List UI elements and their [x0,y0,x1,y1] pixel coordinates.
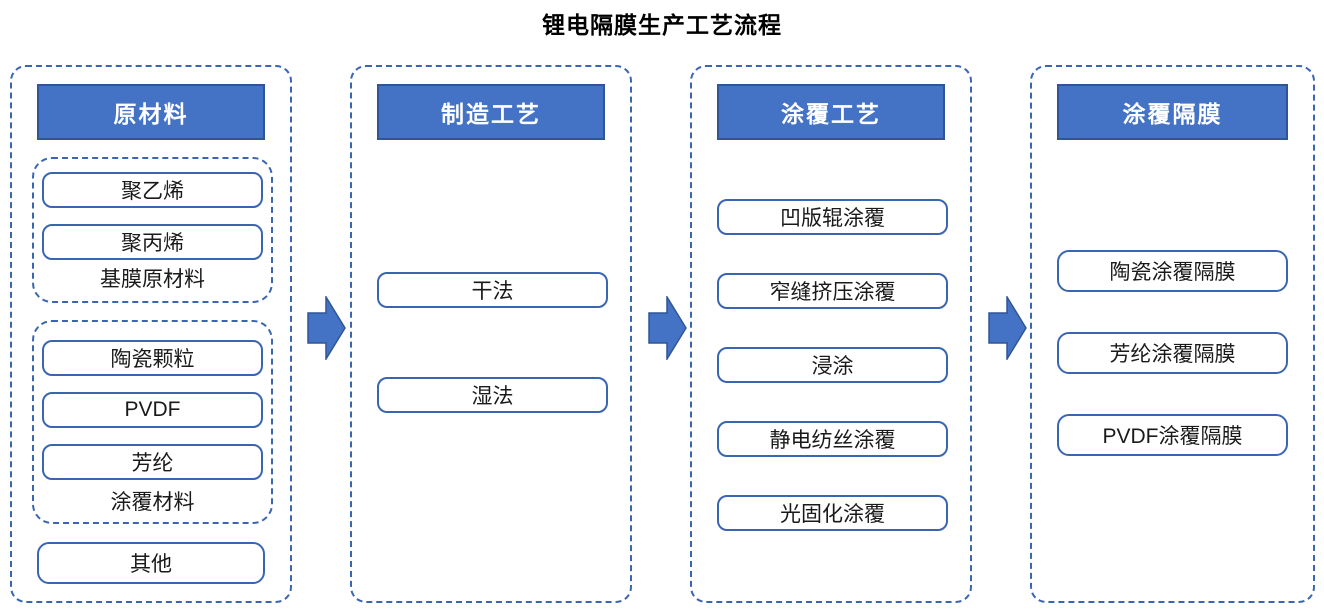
node-others: 其他 [37,542,265,584]
flow-arrow-icon [988,296,1027,360]
column-header-manufacturing-process: 制造工艺 [377,84,605,140]
column-manufacturing-process: 制造工艺 干法 湿法 [350,65,632,603]
column-header-raw-materials: 原材料 [37,84,265,140]
node-dip-coating: 浸涂 [717,347,948,383]
node-slot-die-coating: 窄缝挤压涂覆 [717,273,948,309]
group-label-coating-materials: 涂覆材料 [110,491,195,514]
column-raw-materials: 原材料 聚乙烯 聚丙烯 基膜原材料 陶瓷颗粒 PVDF 芳纶 涂覆材料 其他 [10,65,292,603]
group-base-film-materials: 聚乙烯 聚丙烯 基膜原材料 [32,157,273,303]
group-coating-materials: 陶瓷颗粒 PVDF 芳纶 涂覆材料 [32,320,273,524]
node-dry-process: 干法 [377,272,608,308]
node-uv-curing-coating: 光固化涂覆 [717,495,948,531]
column-coating-process: 涂覆工艺 凹版辊涂覆 窄缝挤压涂覆 浸涂 静电纺丝涂覆 光固化涂覆 [690,65,972,603]
column-header-coated-separator: 涂覆隔膜 [1057,84,1288,140]
node-ceramic-particles: 陶瓷颗粒 [42,340,263,376]
node-aramid-coated-separator: 芳纶涂覆隔膜 [1057,332,1288,374]
node-aramid: 芳纶 [42,444,263,480]
diagram-title: 锂电隔膜生产工艺流程 [542,12,782,38]
node-electrospinning-coating: 静电纺丝涂覆 [717,421,948,457]
column-header-coating-process: 涂覆工艺 [717,84,945,140]
node-gravure-roll-coating: 凹版辊涂覆 [717,199,948,235]
node-pvdf-coated-separator: PVDF涂覆隔膜 [1057,414,1288,456]
flow-arrow-icon [307,296,346,360]
node-polypropylene: 聚丙烯 [42,224,263,260]
node-pvdf: PVDF [42,392,263,428]
group-label-base-film-materials: 基膜原材料 [100,268,205,291]
column-coated-separator: 涂覆隔膜 陶瓷涂覆隔膜 芳纶涂覆隔膜 PVDF涂覆隔膜 [1030,65,1315,603]
node-wet-process: 湿法 [377,377,608,413]
flow-arrow-icon [648,296,687,360]
node-ceramic-coated-separator: 陶瓷涂覆隔膜 [1057,250,1288,292]
node-polyethylene: 聚乙烯 [42,172,263,208]
